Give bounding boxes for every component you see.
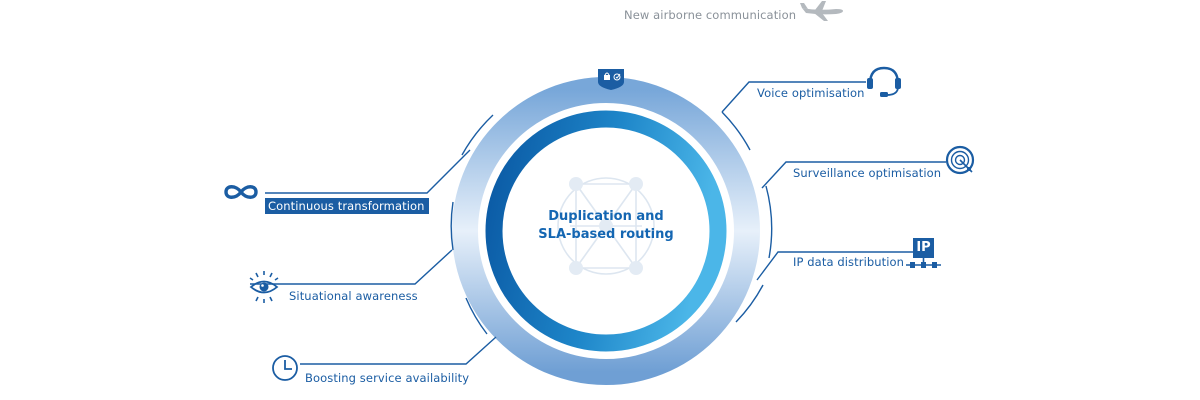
label-new-airborne-communication: New airborne communication bbox=[624, 8, 797, 22]
center-title: Duplication and SLA-based routing bbox=[513, 208, 699, 244]
infinity-icon bbox=[224, 185, 258, 199]
connector-voice bbox=[721, 81, 866, 113]
connector-surveillance bbox=[761, 161, 946, 189]
airplane-icon bbox=[800, 1, 843, 21]
center-title-line2: SLA-based routing bbox=[538, 227, 674, 242]
ip-network-icon bbox=[906, 238, 941, 268]
security-shield-icon bbox=[598, 69, 624, 90]
outer-arc-right bbox=[765, 185, 773, 259]
radar-icon bbox=[945, 145, 975, 175]
outer-arc-bottom-left bbox=[465, 297, 488, 335]
outer-ring bbox=[452, 77, 760, 385]
outer-arc-bottom-right bbox=[735, 284, 764, 323]
connector-continuous bbox=[265, 149, 471, 194]
connector-boosting bbox=[300, 336, 497, 365]
eye-icon bbox=[249, 271, 279, 303]
clock-icon bbox=[272, 355, 298, 381]
label-surveillance-optimisation: Surveillance optimisation bbox=[793, 166, 942, 180]
outer-arc-top-right bbox=[721, 111, 751, 151]
connector-ip bbox=[756, 251, 914, 281]
connector-situational bbox=[250, 249, 453, 285]
label-ip-data-distribution: IP data distribution bbox=[793, 255, 905, 269]
outer-arc-top-left bbox=[461, 114, 494, 156]
label-voice-optimisation: Voice optimisation bbox=[757, 86, 865, 100]
headset-icon bbox=[867, 66, 901, 97]
label-boosting-service-availability: Boosting service availability bbox=[305, 371, 470, 385]
network-mesh-icon bbox=[557, 177, 655, 275]
center-title-line1: Duplication and bbox=[548, 209, 664, 224]
inner-ring bbox=[485, 110, 727, 352]
label-continuous-transformation: Continuous transformation bbox=[265, 198, 429, 214]
outer-arc-left bbox=[450, 201, 454, 251]
ip-icon-text: IP bbox=[916, 240, 931, 255]
label-situational-awareness: Situational awareness bbox=[289, 289, 418, 303]
